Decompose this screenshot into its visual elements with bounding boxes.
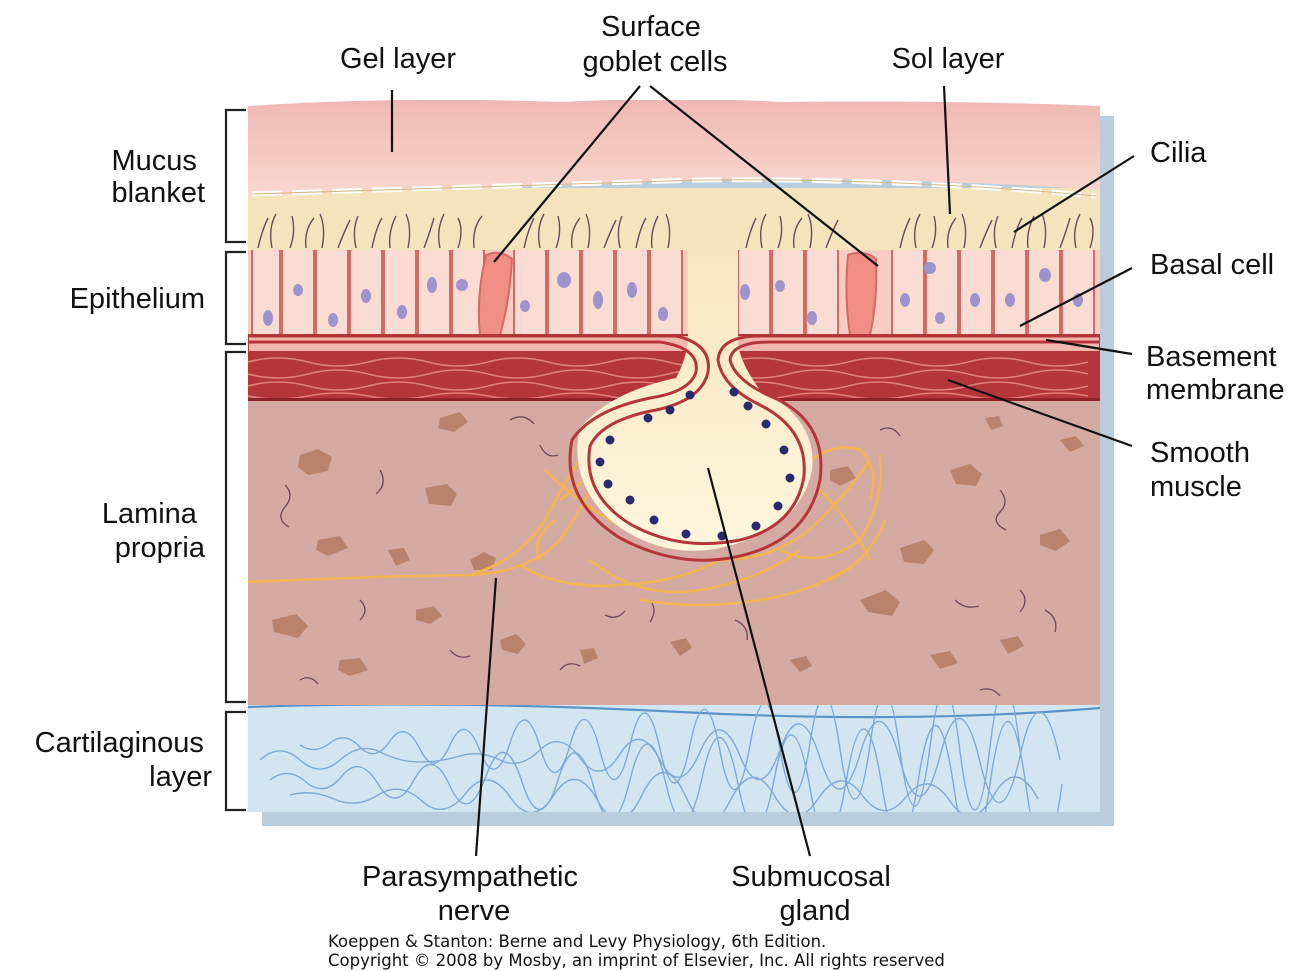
label-cilia-line1: Cilia <box>1150 137 1207 169</box>
label-gel-layer: Gel layer <box>340 43 456 75</box>
label-lamina-propria-line2: propria <box>115 532 206 564</box>
credit-line-1: Koeppen & Stanton: Berne and Levy Physio… <box>328 932 826 951</box>
label-cartilaginous-layer: Cartilaginous layer <box>35 727 213 793</box>
label-lamina-propria: Lamina propria <box>102 498 206 564</box>
label-smooth-muscle: Smooth muscle <box>1150 437 1258 503</box>
label-lamina-propria-line1: Lamina <box>102 498 198 530</box>
epithelial-cells <box>252 246 1094 335</box>
label-submucosal-gland-line1: Submucosal <box>731 861 891 893</box>
label-epithelium-line1: Epithelium <box>70 283 205 315</box>
label-basement-membrane: Basement membrane <box>1146 341 1285 406</box>
label-mucus-blanket-line2: blanket <box>111 177 205 209</box>
credit-line-2: Copyright © 2008 by Mosby, an imprint of… <box>328 951 945 970</box>
label-submucosal-gland-line2: gland <box>780 895 851 927</box>
label-surface-goblet-cells: Surface goblet cells <box>582 11 727 78</box>
label-submucosal-gland: Submucosal gland <box>731 861 899 927</box>
bracket-lamina-propria <box>226 352 246 702</box>
layer-brackets <box>226 110 246 810</box>
label-mucus-blanket-line1: Mucus <box>112 145 197 177</box>
label-smooth-muscle-line2: muscle <box>1150 471 1242 503</box>
label-parasympathetic-nerve: Parasympathetic nerve <box>362 861 586 927</box>
cartilaginous-layer-region <box>248 700 1100 812</box>
label-mucus-blanket: Mucus blanket <box>111 145 205 209</box>
label-cartilaginous-layer-line1: Cartilaginous <box>35 727 204 759</box>
label-cilia: Cilia <box>1150 137 1207 169</box>
label-surface-goblet-cells-line1: Surface <box>601 11 701 43</box>
label-epithelium: Epithelium <box>70 283 205 315</box>
tissue-block <box>248 99 1100 850</box>
label-basement-membrane-line2: membrane <box>1146 374 1285 406</box>
label-sol-layer: Sol layer <box>892 43 1005 75</box>
bracket-cartilaginous-layer <box>226 712 246 810</box>
label-sol-layer-line1: Sol layer <box>892 43 1005 75</box>
sol-layer-region <box>248 188 1100 250</box>
goblet-cell-right <box>846 253 876 335</box>
label-gel-layer-line1: Gel layer <box>340 43 456 75</box>
bracket-mucus-blanket <box>226 110 246 242</box>
label-surface-goblet-cells-line2: goblet cells <box>582 46 727 78</box>
label-basal-cell: Basal cell <box>1150 249 1274 281</box>
label-parasympathetic-nerve-line1: Parasympathetic <box>362 861 578 893</box>
label-parasympathetic-nerve-line2: nerve <box>438 895 511 927</box>
label-basal-cell-line1: Basal cell <box>1150 249 1274 281</box>
label-cartilaginous-layer-line2: layer <box>149 761 212 793</box>
label-smooth-muscle-line1: Smooth <box>1150 437 1250 469</box>
bracket-epithelium <box>226 252 246 344</box>
label-basement-membrane-line1: Basement <box>1146 341 1277 373</box>
